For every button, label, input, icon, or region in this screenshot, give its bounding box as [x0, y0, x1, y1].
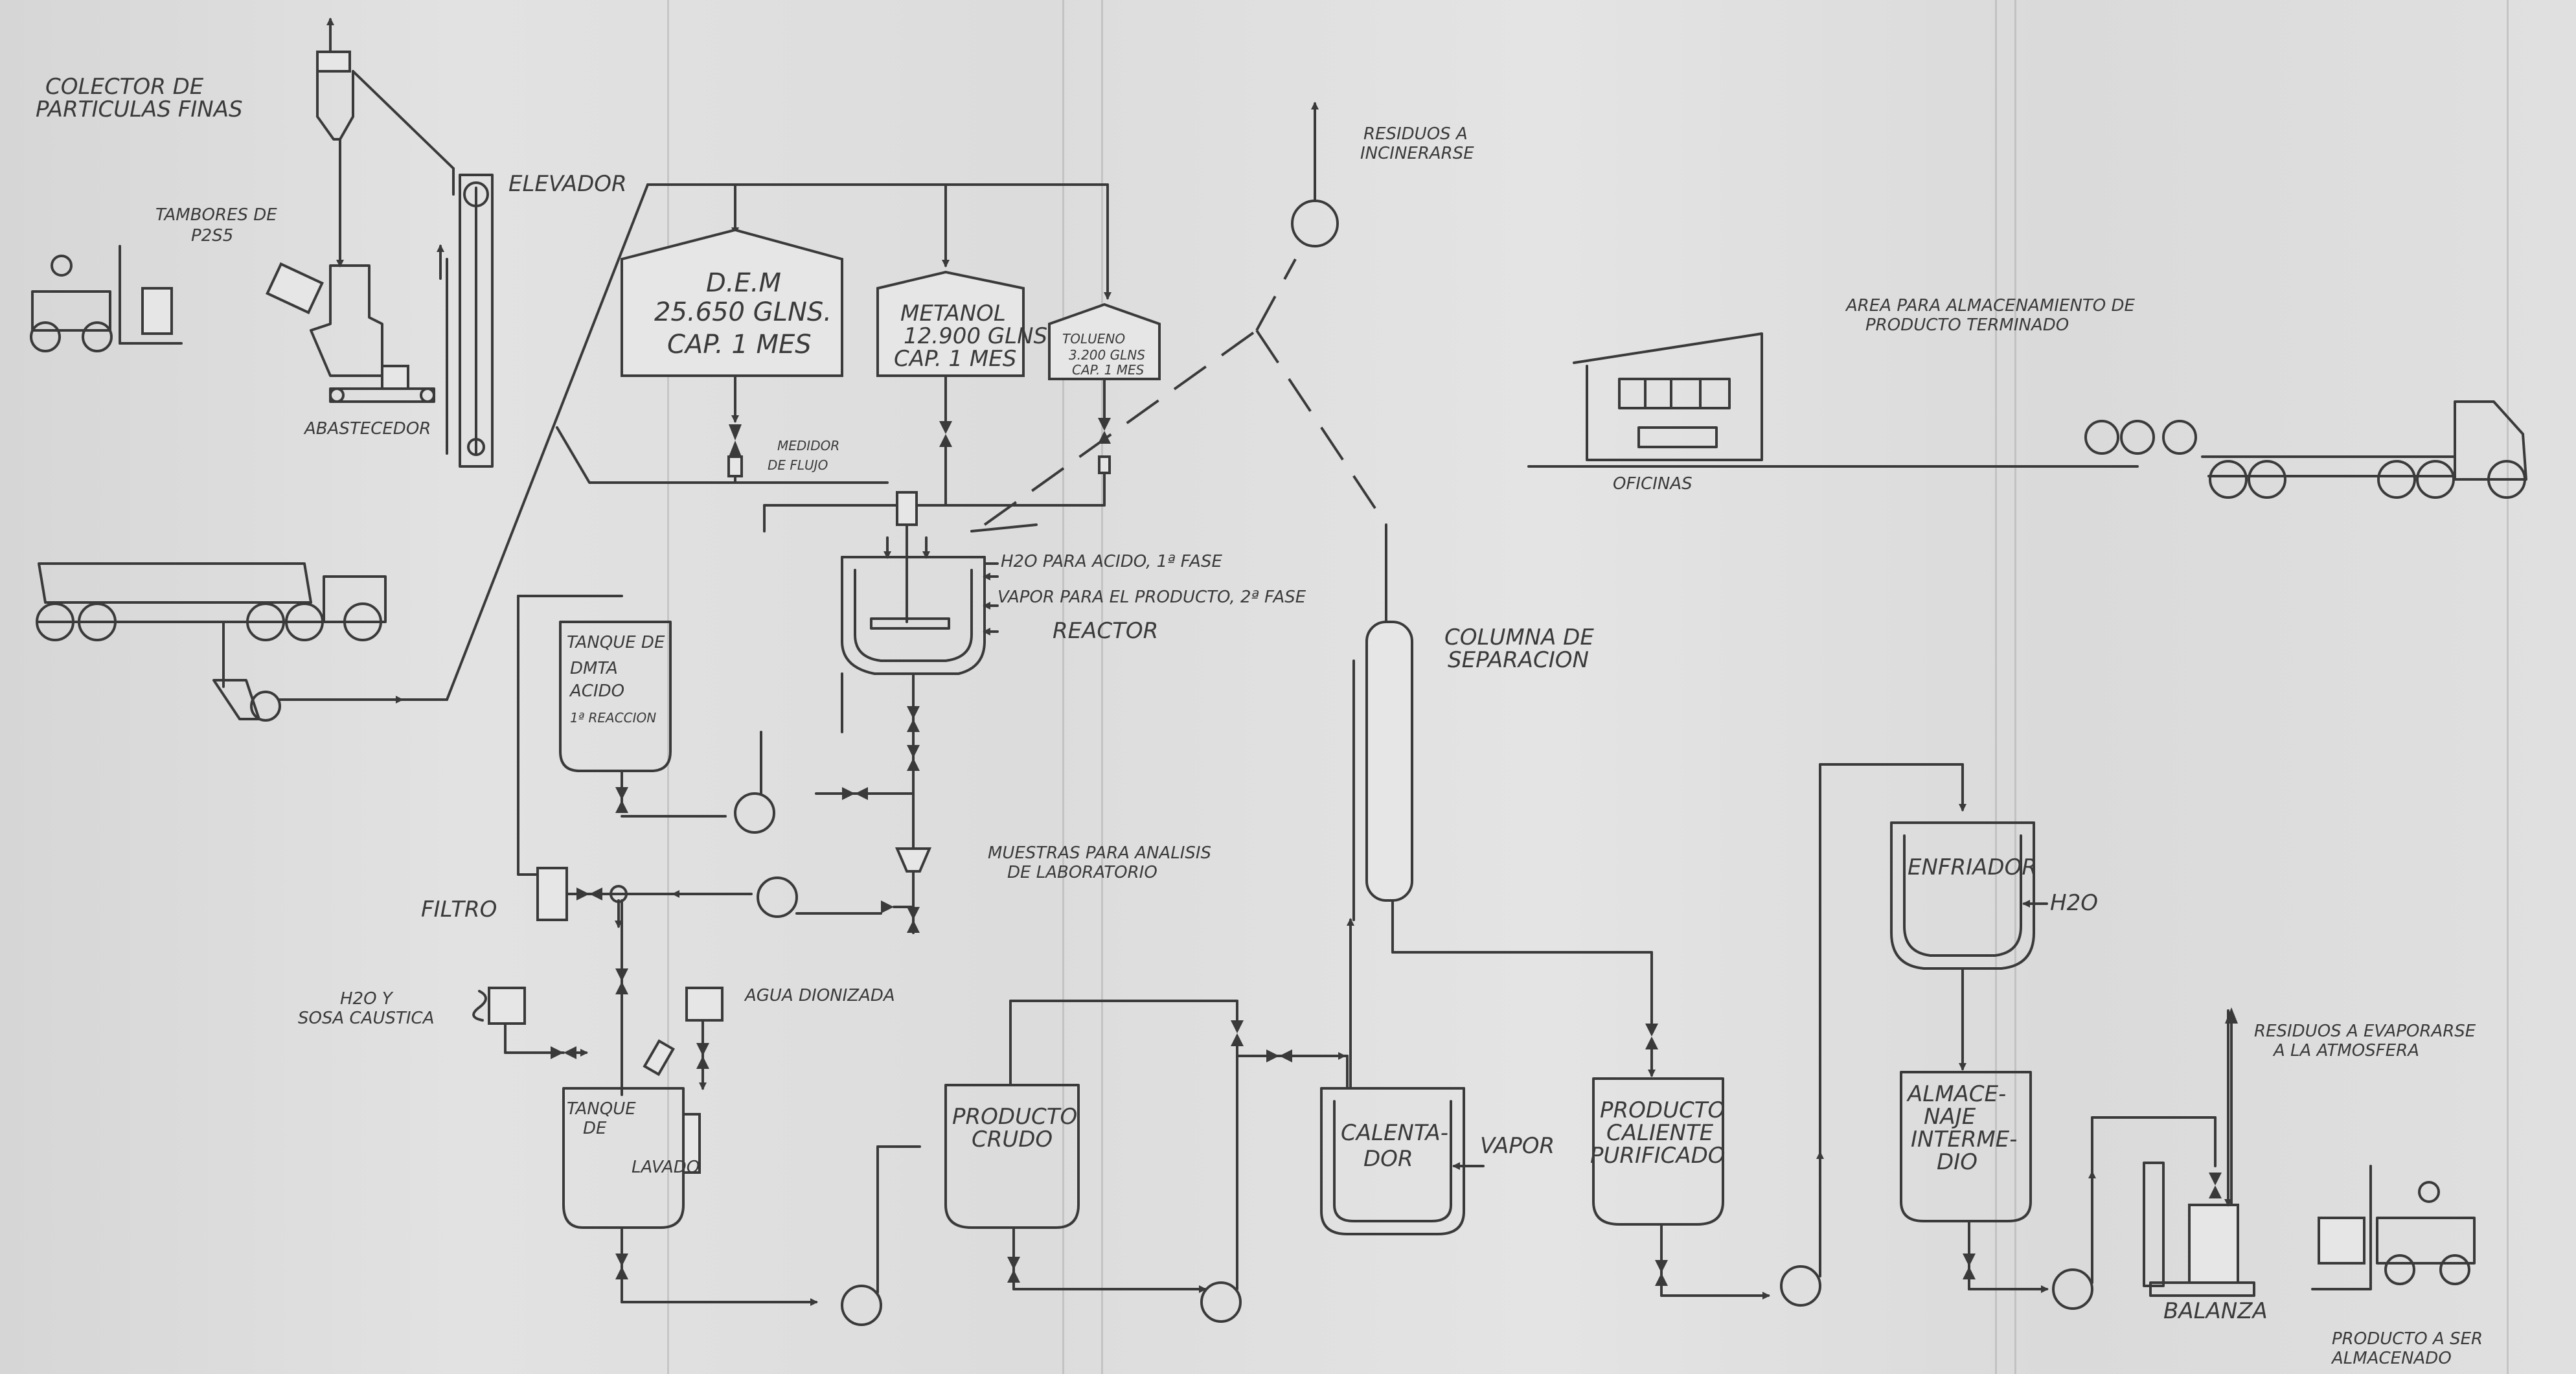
- label-area-2: PRODUCTO TERMINADO: [1865, 315, 2069, 335]
- label-tolueno-3: CAP. 1 MES: [1072, 362, 1145, 378]
- label-vapor-producto: VAPOR PARA EL PRODUCTO, 2ª FASE: [997, 588, 1306, 607]
- label-almacenaje-3: INTERME-: [1911, 1127, 2017, 1152]
- forklift-drums: [31, 246, 181, 351]
- producto-caliente-tank: [1593, 764, 1963, 1305]
- label-columna-2: SEPARACION: [1448, 647, 1589, 673]
- label-metanol-1: METANOL: [900, 301, 1006, 326]
- label-tanque-dmta-2: DMTA: [570, 659, 618, 678]
- label-elevador: ELEVADOR: [508, 171, 627, 197]
- label-reactor: REACTOR: [1053, 618, 1158, 644]
- label-residuos-inc-2: INCINERARSE: [1360, 144, 1474, 163]
- label-almacenaje-2: NAJE: [1924, 1104, 1976, 1130]
- label-dem-1: D.E.M: [706, 268, 781, 298]
- storage-truck: [2086, 402, 2526, 498]
- oficinas-building: [1529, 334, 2137, 466]
- label-prod-cal-1: PRODUCTO: [1600, 1097, 1725, 1123]
- incinerator-vent: [985, 104, 1386, 622]
- label-muestras-1: MUESTRAS PARA ANALISIS: [988, 843, 1211, 863]
- label-metanol-2: 12.900 GLNS: [904, 323, 1047, 349]
- forklift-product: [2312, 1166, 2474, 1289]
- label-tanque-dmta-4: 1ª REACCION: [570, 710, 656, 726]
- label-h2o: H2O: [2050, 890, 2098, 916]
- label-residuos-evap-2: A LA ATMOSFERA: [2272, 1041, 2419, 1060]
- label-residuos-evap-1: RESIDUOS A EVAPORARSE: [2254, 1022, 2476, 1041]
- columna-separacion: [1354, 622, 1658, 1075]
- bucket-elevator: [440, 175, 492, 466]
- label-h2o-acido: H2O PARA ACIDO, 1ª FASE: [1001, 552, 1222, 571]
- agua-dionizada-feed: [687, 988, 722, 1088]
- label-filtro: FILTRO: [421, 897, 497, 922]
- label-tolueno-1: TOLUENO: [1062, 331, 1125, 347]
- label-calentador-2: DOR: [1363, 1146, 1413, 1172]
- label-tanque-dmta-3: ACIDO: [569, 681, 624, 701]
- feed-calentador: [1237, 1049, 1347, 1088]
- label-enfriador: ENFRIADOR: [1908, 854, 2037, 880]
- label-colector-1: COLECTOR DE: [45, 74, 204, 100]
- label-producto-crudo-1: PRODUCTO: [952, 1104, 1077, 1130]
- label-medidor-2: DE FLUJO: [768, 457, 828, 473]
- label-dem-2: 25.650 GLNS.: [654, 297, 832, 327]
- label-area-1: AREA PARA ALMACENAMIENTO DE: [1845, 296, 2136, 315]
- calentador: [1321, 920, 1483, 1234]
- producto-crudo-tank: [946, 1001, 1244, 1322]
- label-columna-1: COLUMNA DE: [1444, 624, 1594, 650]
- label-prod-cal-2: CALIENTE: [1606, 1120, 1714, 1146]
- label-muestras-2: DE LABORATORIO: [1007, 863, 1157, 882]
- label-abastecedor: ABASTECEDOR: [303, 419, 431, 439]
- label-tanque-dmta-1: TANQUE DE: [567, 633, 665, 652]
- label-h2o-sosa-1: H2O Y: [340, 989, 394, 1009]
- label-tanque-lavado-3: LAVADO: [632, 1158, 700, 1177]
- label-tambores-1: TAMBORES DE: [155, 205, 277, 225]
- sosa-caustica-feed: [473, 988, 586, 1059]
- label-medidor-1: MEDIDOR: [777, 438, 839, 453]
- label-producto-crudo-2: CRUDO: [972, 1127, 1053, 1152]
- label-balanza: BALANZA: [2163, 1298, 2268, 1324]
- label-metanol-3: CAP. 1 MES: [894, 346, 1016, 372]
- label-vapor: VAPOR: [1480, 1133, 1555, 1159]
- label-dem-3: CAP. 1 MES: [667, 330, 812, 360]
- feeder-hopper: [268, 264, 434, 402]
- label-almacenaje-1: ALMACE-: [1906, 1081, 2006, 1107]
- filtro-line: [518, 868, 881, 1095]
- label-prod-cal-3: PURIFICADO: [1590, 1143, 1726, 1169]
- label-tanque-lavado-2: DE: [583, 1119, 607, 1138]
- label-producto-alm-1: PRODUCTO A SER: [2332, 1329, 2483, 1349]
- label-tolueno-2: 3.200 GLNS: [1069, 347, 1145, 363]
- label-colector-2: PARTICULAS FINAS: [36, 97, 243, 122]
- label-agua-dionizada: AGUA DIONIZADA: [744, 986, 895, 1005]
- label-h2o-sosa-2: SOSA CAUSTICA: [298, 1009, 435, 1028]
- label-tambores-2: P2S5: [191, 226, 233, 246]
- label-calentador-1: CALENTA-: [1341, 1120, 1448, 1146]
- balanza: [2144, 1007, 2254, 1296]
- label-producto-alm-2: ALMACENADO: [2331, 1349, 2452, 1368]
- collector-cyclone: [317, 19, 453, 266]
- tanque-lavado: [564, 1041, 920, 1325]
- label-oficinas: OFICINAS: [1613, 474, 1693, 494]
- label-tanque-lavado-1: TANQUE: [567, 1099, 636, 1119]
- labels: COLECTOR DE PARTICULAS FINAS TAMBORES DE…: [36, 74, 2483, 1368]
- label-almacenaje-4: DIO: [1937, 1149, 1978, 1175]
- label-residuos-inc-1: RESIDUOS A: [1363, 124, 1468, 144]
